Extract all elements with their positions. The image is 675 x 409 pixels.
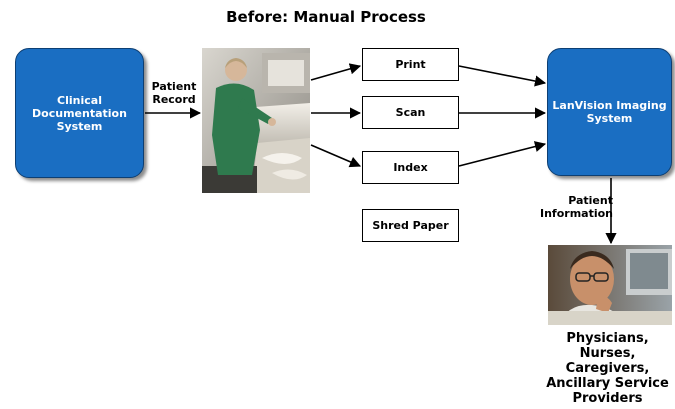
physician-illustration bbox=[548, 245, 672, 325]
diagram-title: Before: Manual Process bbox=[226, 8, 426, 26]
providers-item: Ancillary Service bbox=[546, 376, 669, 391]
index-step-box: Index bbox=[362, 151, 459, 184]
lanvision-imaging-system-node: LanVision Imaging System bbox=[547, 48, 672, 176]
providers-item: Nurses, bbox=[579, 346, 636, 361]
arrow-index-to-lanvision bbox=[458, 141, 547, 167]
clinical-documentation-system-node: Clinical Documentation System bbox=[15, 48, 144, 178]
arrow-print-to-lanvision bbox=[458, 65, 547, 87]
print-step-label: Print bbox=[395, 58, 426, 71]
arrow-worker-to-print bbox=[310, 63, 362, 81]
print-step-box: Print bbox=[362, 48, 459, 81]
clinical-documentation-system-label: Clinical Documentation System bbox=[32, 93, 127, 133]
manual-worker-illustration bbox=[202, 48, 310, 193]
scan-step-label: Scan bbox=[395, 106, 426, 119]
providers-item: Physicians, bbox=[566, 331, 649, 346]
providers-item: Providers bbox=[572, 391, 643, 406]
arrow-worker-to-index bbox=[310, 144, 362, 168]
lanvision-imaging-system-label: LanVision Imaging System bbox=[552, 99, 667, 125]
providers-item: Caregivers, bbox=[565, 361, 650, 376]
index-step-label: Index bbox=[393, 161, 428, 174]
manual-worker-photo bbox=[202, 48, 310, 193]
scan-step-box: Scan bbox=[362, 96, 459, 129]
patient-information-label: Patient Information bbox=[540, 194, 613, 220]
patient-record-label: Patient Record bbox=[151, 80, 197, 106]
providers-list: Physicians, Nurses, Caregivers, Ancillar… bbox=[540, 331, 675, 406]
shred-paper-step-box: Shred Paper bbox=[362, 209, 459, 242]
physician-photo bbox=[548, 245, 672, 325]
shred-paper-step-label: Shred Paper bbox=[372, 219, 449, 232]
